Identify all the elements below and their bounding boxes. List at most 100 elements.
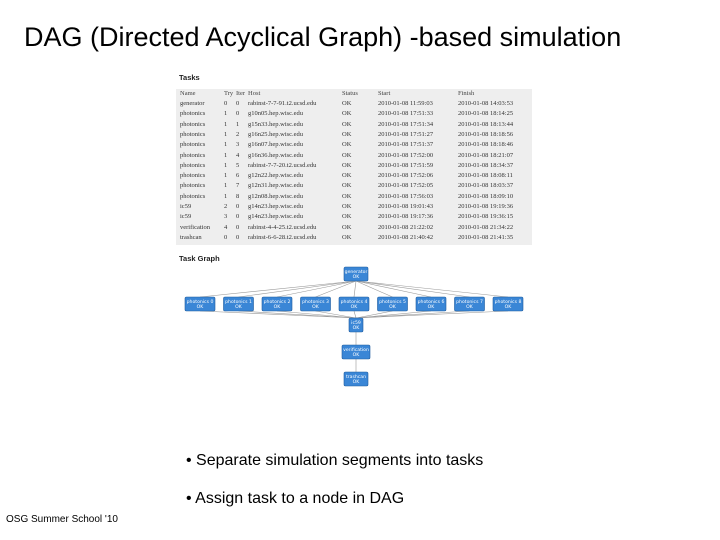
column-header[interactable]: Start [378,90,391,97]
table-cell: OK [342,172,352,180]
task-graph-section-title: Task Graph [179,254,220,263]
graph-node-name: photonics 7 [456,299,483,305]
graph-node-name: trashcan [346,374,366,380]
table-cell: g12n22.hep.wisc.edu [248,172,304,180]
table-cell: generator [180,100,205,107]
graph-node[interactable]: photonics 4OK [338,296,370,312]
graph-node-status: OK [351,304,359,310]
graph-node[interactable]: photonics 1OK [223,296,254,312]
table-cell: rabinst-7-7-91.t2.ucsd.edu [248,100,317,107]
table-cell: 2010-01-08 18:13:44 [458,120,514,128]
table-cell: 2010-01-08 18:18:56 [458,130,514,138]
table-cell: 2010-01-08 21:41:35 [458,233,514,241]
table-cell: 0 [236,110,240,118]
column-header[interactable]: Status [342,90,358,97]
table-cell: g14n23.hep.wisc.edu [248,213,304,221]
graph-edge [355,310,432,319]
table-cell: 2010-01-08 17:56:03 [378,192,434,200]
graph-node-box [343,266,369,282]
table-cell: OK [342,110,352,118]
graph-edge [276,280,357,298]
task-graph-edges [199,280,509,372]
table-cell: OK [342,141,352,149]
table-cell: photonics [180,120,206,128]
table-cell: g10n05.hep.wisc.edu [248,110,304,118]
table-cell: 2010-01-08 19:17:36 [378,213,434,221]
graph-node[interactable]: photonics 3OK [300,296,331,312]
table-cell: 1 [224,130,228,138]
graph-node-box [341,344,371,360]
graph-node-status: OK [353,379,361,385]
table-cell: 0 [236,100,240,107]
table-cell: 2010-01-08 21:40:42 [378,233,434,241]
table-cell: rabinst-7-7-20.t2.ucsd.edu [248,161,317,169]
graph-node-status: OK [428,304,436,310]
table-cell: 1 [236,120,240,128]
graph-node[interactable]: photonics 0OK [184,296,216,312]
graph-node-status: OK [353,325,361,331]
graph-node[interactable]: photonics 8OK [492,296,524,312]
table-cell: g16n25.hep.wisc.edu [248,130,304,138]
table-cell: g12n08.hep.wisc.edu [248,192,304,200]
table-cell: 2010-01-08 17:51:27 [378,130,434,138]
column-header[interactable]: Host [248,90,261,97]
table-cell: 2010-01-08 17:51:59 [378,161,434,169]
table-cell: 2010-01-08 18:34:37 [458,161,514,169]
table-cell: 2010-01-08 18:09:10 [458,192,514,200]
graph-node[interactable]: photonics 6OK [415,296,447,312]
column-header[interactable]: Finish [458,90,475,97]
tasks-table-header: Name Try Iter Host Status Start Finish [176,89,532,99]
graph-edge [276,310,357,319]
graph-edge [353,310,357,319]
graph-node[interactable]: photonics 5OK [377,296,408,312]
graph-edge [355,310,509,319]
table-cell: photonics [180,141,206,149]
table-cell: g16n36.hep.wisc.edu [248,151,304,159]
table-cell: OK [342,213,352,221]
graph-node-name: photonics 5 [379,299,406,305]
column-header[interactable]: Iter [236,90,246,97]
column-header[interactable]: Try [224,90,234,97]
graph-edge [315,280,357,298]
table-cell: photonics [180,110,206,118]
table-cell: photonics [180,151,206,159]
graph-edge [355,280,432,298]
table-cell: 1 [224,141,228,149]
table-cell: OK [342,182,352,190]
bullet-item: • Separate simulation segments into task… [186,452,484,469]
slide-title: DAG (Directed Acyclical Graph) -based si… [24,22,622,52]
graph-node-status: OK [389,304,397,310]
table-cell: 2010-01-08 21:22:02 [378,223,434,231]
graph-edge [315,310,357,319]
column-header[interactable]: Name [180,90,196,97]
graph-node[interactable]: photonics 7OK [454,296,485,312]
table-cell: 4 [236,151,240,159]
table-cell: trashcan [180,233,202,241]
table-cell: 3 [236,141,240,149]
graph-node-name: generator [345,269,368,275]
table-cell: OK [342,120,352,128]
table-cell: OK [342,203,352,210]
table-cell: rabinst-4-4-25.t2.ucsd.edu [248,223,317,231]
table-cell: photonics [180,161,206,169]
graph-node[interactable]: photonics 2OK [261,296,293,312]
